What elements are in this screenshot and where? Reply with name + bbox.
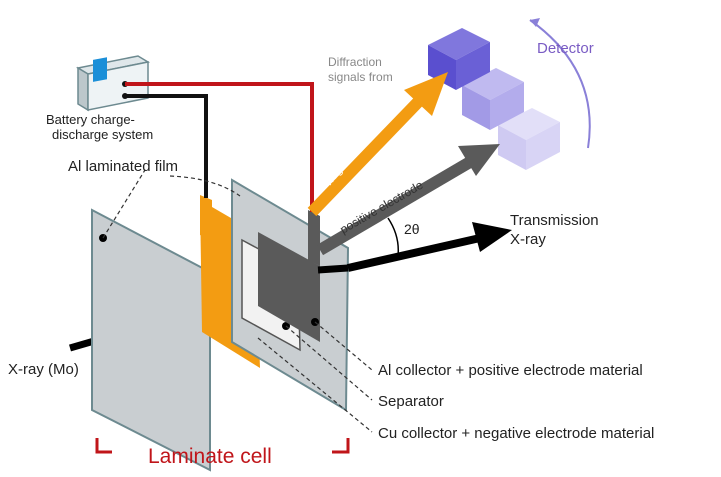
cu-collector-leader-line xyxy=(257,337,373,433)
al-film-leader-line-back xyxy=(169,175,241,197)
laminate-cell-bracket-left xyxy=(95,438,112,454)
negative-diffraction-arrow-shaft xyxy=(307,95,425,217)
al-collector-leader-line xyxy=(314,321,373,371)
al-film-front-panel xyxy=(91,208,211,472)
transmission-beam-shaft xyxy=(347,234,481,272)
detector-cube-icon xyxy=(428,28,560,170)
al-film-label: Al laminated film xyxy=(68,158,178,175)
transmission-label-line2: X-ray xyxy=(510,231,546,248)
transmitted-beam-segment xyxy=(317,264,349,274)
two-theta-label: 2θ xyxy=(404,221,420,237)
detector-arc-arrowhead xyxy=(530,18,540,27)
transmission-beam-arrowhead xyxy=(472,222,512,252)
al-film-leader-line-front xyxy=(102,169,146,239)
positive-electrode-tab xyxy=(308,210,320,266)
detector-cube-mid xyxy=(462,68,524,130)
laminate-cell-bracket-right xyxy=(332,438,350,454)
red-wire xyxy=(125,82,314,212)
separator-leader-line xyxy=(285,325,373,401)
al-collector-label: Al collector + positive electrode materi… xyxy=(378,362,643,379)
cu-collector-label: Cu collector + negative electrode materi… xyxy=(378,425,654,442)
battery-label-line2: discharge system xyxy=(52,127,153,142)
negative-electrode-tab xyxy=(200,195,212,240)
detector-arc xyxy=(529,19,591,149)
diffraction-label-line1: Diffraction xyxy=(328,55,382,69)
black-wire xyxy=(125,94,208,198)
diffraction-label-line2: signals from xyxy=(328,70,393,84)
positive-electrode-sheet xyxy=(258,232,320,342)
negative-diffraction-arrowhead xyxy=(404,72,448,116)
positive-diffraction-arrowhead xyxy=(458,144,500,176)
detector-label: Detector xyxy=(537,40,594,57)
positive-diffraction-arrow-shaft xyxy=(316,156,474,256)
laminate-cell-label: Laminate cell xyxy=(148,445,272,468)
transmission-label-line1: Transmission xyxy=(510,212,599,229)
separator-label: Separator xyxy=(378,393,444,410)
detector-cube-light xyxy=(498,108,560,170)
two-theta-arc xyxy=(387,217,400,257)
battery-label-line1: Battery charge- xyxy=(46,112,135,127)
xray-source-label: X-ray (Mo) xyxy=(8,361,79,378)
